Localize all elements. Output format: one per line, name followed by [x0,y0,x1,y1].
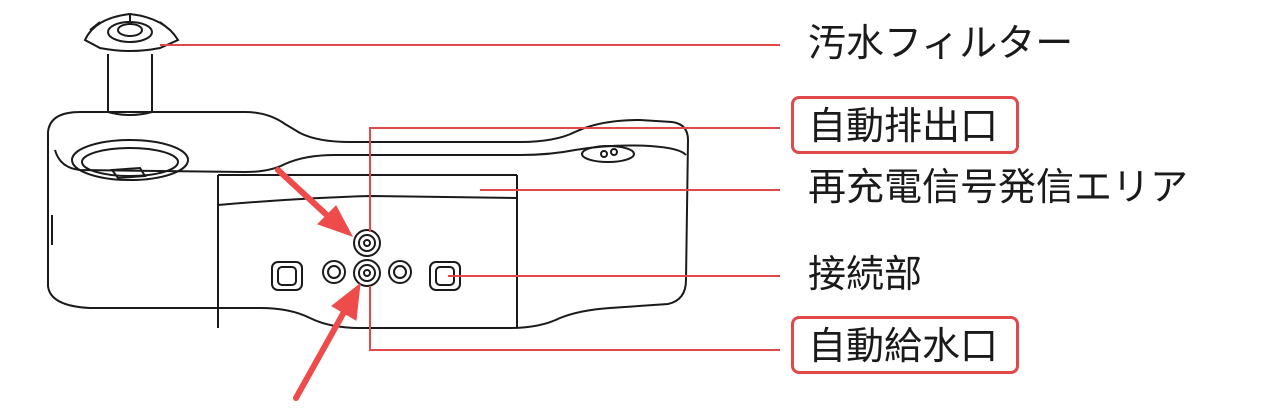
indicator-arrows [275,167,361,401]
label-charging-signal-area: 再充電信号発信エリア [808,165,1189,209]
label-connection-part: 接続部 [808,252,923,296]
label-auto-water-inlet: 自動給水口 [791,316,1020,374]
sewage-filter-drawing [83,12,180,116]
arrow-drain-head [317,205,354,237]
leader-auto-drain-port [369,127,780,232]
arrow-inlet-shaft [293,309,347,401]
base-station-body [47,111,690,329]
leader-auto-water-inlet [369,286,780,351]
arrow-drain-shaft [275,167,333,221]
label-sewage-filter: 汚水フィルター [808,21,1074,65]
leader-lines [160,44,780,351]
label-auto-drain-port: 自動排出口 [791,96,1020,154]
arrow-inlet-head [331,282,361,321]
